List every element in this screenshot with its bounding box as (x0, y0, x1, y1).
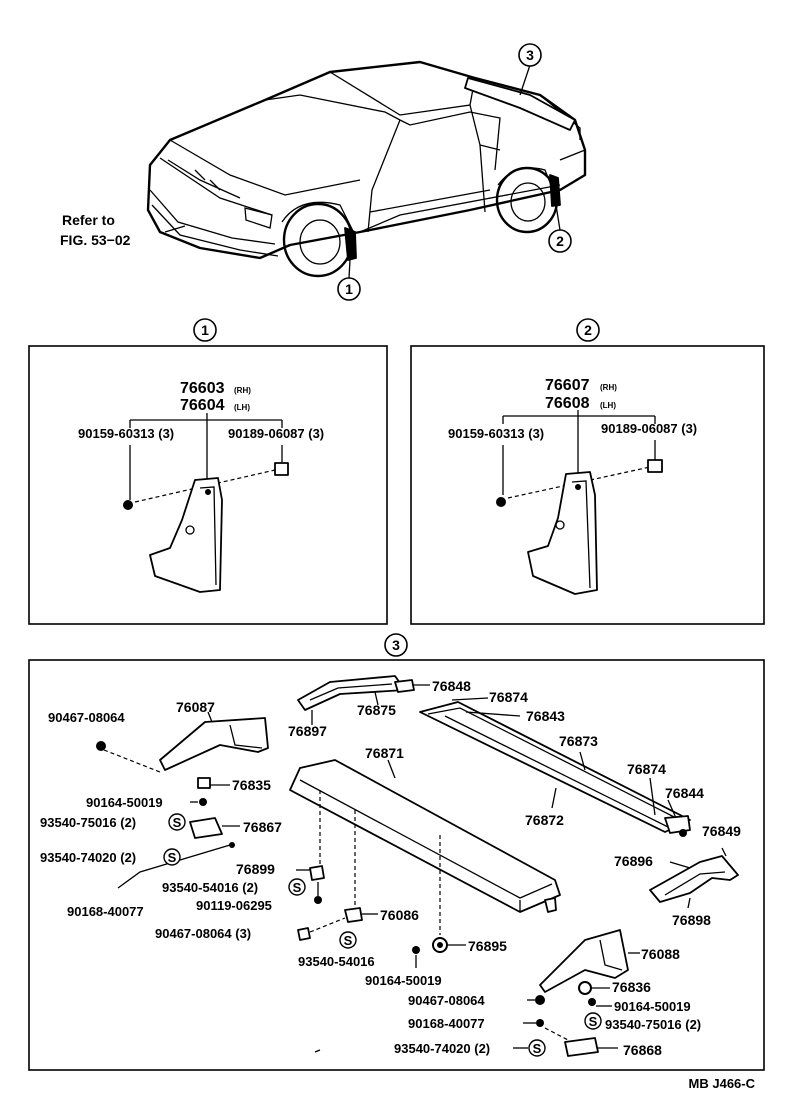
panel-2-part-lh: 76608 (545, 395, 590, 412)
panel-2-part-lh-suffix: (LH) (600, 401, 616, 410)
label-76868: 76868 (623, 1042, 662, 1058)
label-90168-b: 90168-40077 (408, 1016, 485, 1031)
label-76836: 76836 (612, 979, 651, 995)
label-93540-d: 93540-54016 (298, 954, 375, 969)
label-76844: 76844 (665, 785, 704, 801)
s-symbol-f: S (528, 1039, 546, 1057)
label-76086: 76086 (380, 907, 419, 923)
svg-text:S: S (533, 1041, 542, 1056)
car-overview (146, 60, 587, 279)
label-93540-a: 93540-75016 (2) (40, 815, 136, 830)
callout-2-num: 2 (556, 233, 564, 249)
svg-text:S: S (293, 880, 302, 895)
label-76899: 76899 (236, 861, 275, 877)
svg-text:S: S (173, 815, 182, 830)
panel-2-part-rh-suffix: (RH) (600, 383, 617, 392)
label-90119: 90119-06295 (196, 898, 272, 913)
panel-1-frame (28, 345, 388, 625)
label-90164-c: 90164-50019 (614, 999, 691, 1014)
overview-callout-3: 3 (518, 43, 542, 67)
panel-1-screw: 90159-60313 (3) (78, 426, 174, 441)
label-90467-c: 90467-08064 (408, 993, 485, 1008)
panel-2-screw: 90159-60313 (3) (448, 426, 544, 441)
label-76835: 76835 (232, 777, 271, 793)
spoiler-76873-icon (419, 701, 691, 833)
label-76873: 76873 (559, 733, 598, 749)
label-76897: 76897 (288, 723, 327, 739)
callout-3-num: 3 (526, 47, 534, 63)
overview-callout-1: 1 (337, 277, 361, 301)
svg-text:S: S (589, 1014, 598, 1029)
panel-2: 2 76607 (RH) 76608 (LH) 90159-60313 (3) … (410, 318, 765, 625)
label-76874-b: 76874 (627, 761, 666, 777)
cover-76088-icon (539, 929, 629, 993)
s-symbol-b: S (163, 848, 181, 866)
panel-2-nut: 90189-06087 (3) (601, 421, 697, 436)
label-76895: 76895 (468, 938, 507, 954)
label-93540-e: 93540-75016 (2) (605, 1017, 701, 1032)
panel-2-part-rh: 76607 (545, 377, 590, 394)
panel-2-frame (410, 345, 765, 625)
label-93540-f: 93540-74020 (2) (394, 1041, 490, 1056)
panel-1-mudguard-icon (149, 477, 223, 593)
panel-3-frame (28, 659, 765, 1071)
label-90164-b: 90164-50019 (365, 973, 442, 988)
label-90168-a: 90168-40077 (67, 904, 144, 919)
s-symbol-e: S (584, 1012, 602, 1030)
label-76871: 76871 (365, 745, 404, 761)
panel-1: 1 76603 (RH) 76604 (LH) 90159-60313 (3) … (28, 318, 388, 625)
label-76843: 76843 (526, 708, 565, 724)
label-76898: 76898 (672, 912, 711, 928)
panel-1-part-rh: 76603 (180, 380, 225, 397)
panel-1-header: 1 (201, 322, 209, 338)
label-76874-a: 76874 (489, 689, 528, 705)
s-symbol-d: S (339, 931, 357, 949)
label-76087: 76087 (176, 699, 215, 715)
panel-1-part-rh-suffix: (RH) (234, 386, 251, 395)
label-90164-a: 90164-50019 (86, 795, 163, 810)
panel-3: 3 (28, 633, 765, 1071)
s-symbol-a: S (168, 813, 186, 831)
label-90467-b: 90467-08064 (3) (155, 926, 251, 941)
label-93540-b: 93540-74020 (2) (40, 850, 136, 865)
svg-text:S: S (168, 850, 177, 865)
panel-2-mudguard-icon (527, 471, 598, 595)
panel-3-header: 3 (392, 637, 400, 653)
panel-2-nut-icon (647, 459, 663, 473)
panel-2-header: 2 (584, 322, 592, 338)
panel-1-part-lh-suffix: (LH) (234, 403, 250, 412)
bracket-76896-icon (649, 855, 739, 903)
svg-text:S: S (344, 933, 353, 948)
label-76875: 76875 (357, 702, 396, 718)
footer-code: MB J466-C (689, 1076, 756, 1091)
label-76872: 76872 (525, 812, 564, 828)
panel-1-part-lh: 76604 (180, 397, 225, 414)
label-76848: 76848 (432, 678, 471, 694)
panel-1-nut: 90189-06087 (3) (228, 426, 324, 441)
panel-1-nut-icon (274, 462, 289, 476)
label-90467-a: 90467-08064 (48, 710, 125, 725)
panel-2-screw-icon (496, 497, 506, 507)
label-76088: 76088 (641, 946, 680, 962)
cover-76087-icon (159, 717, 269, 771)
overview-callout-2: 2 (548, 229, 572, 253)
label-76849: 76849 (702, 823, 741, 839)
refer-line-1: Refer to (62, 212, 115, 228)
spoiler-76871-icon (289, 759, 561, 913)
label-93540-c: 93540-54016 (2) (162, 880, 258, 895)
label-76896: 76896 (614, 853, 653, 869)
s-symbol-c: S (288, 878, 306, 896)
refer-line-2: FIG. 53−02 (60, 232, 131, 248)
label-76867: 76867 (243, 819, 282, 835)
panel-1-screw-icon (123, 500, 133, 510)
callout-1-num: 1 (345, 281, 353, 297)
